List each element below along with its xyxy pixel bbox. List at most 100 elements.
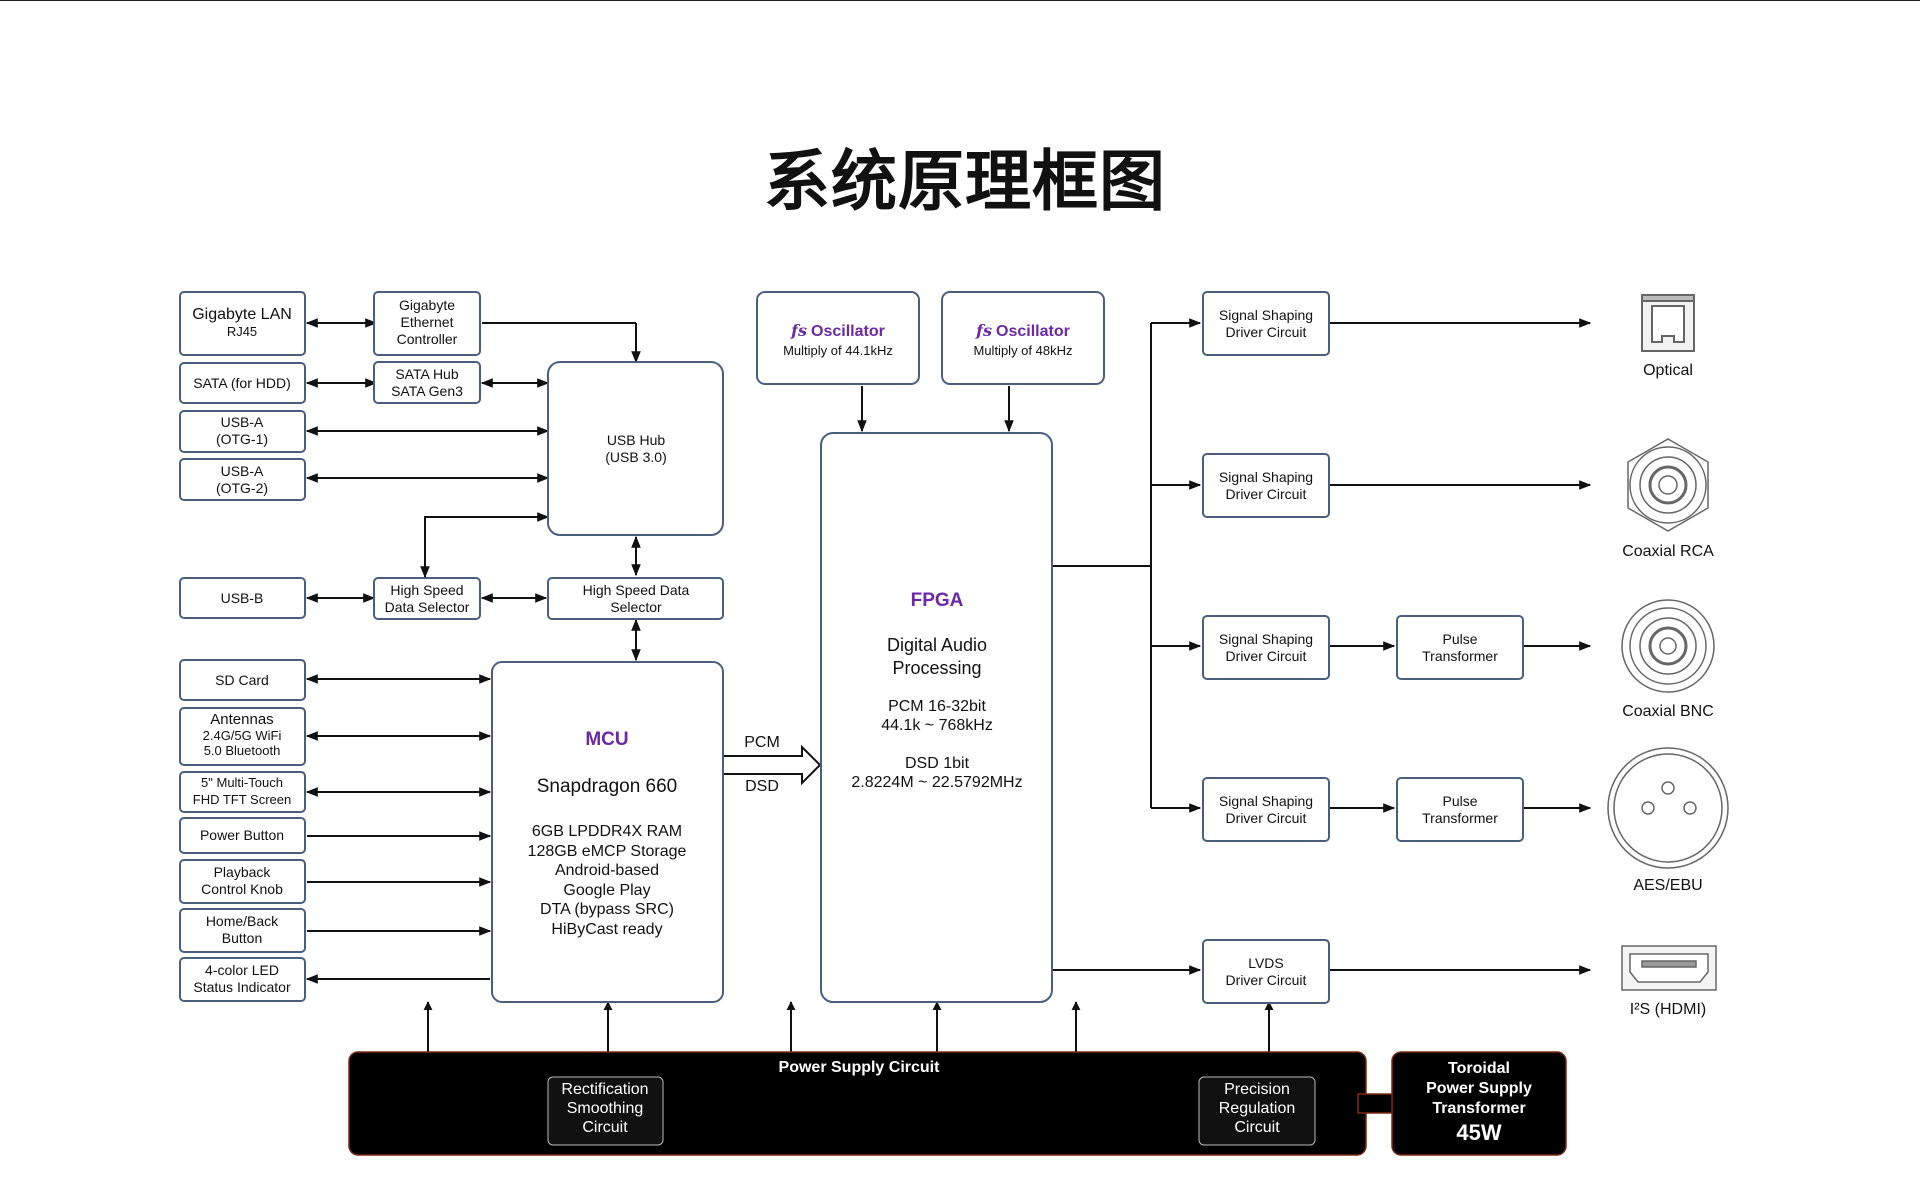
svg-text:Regulation: Regulation [1219, 1100, 1296, 1117]
high-speed-data-selector-left: High Speed Data Selector [373, 577, 481, 620]
svg-text:Driver Circuit: Driver Circuit [1226, 648, 1307, 664]
mcu-title: MCU [585, 729, 628, 750]
svg-text:Signal Shaping: Signal Shaping [1219, 307, 1313, 323]
svg-text:Gigabyte: Gigabyte [399, 297, 455, 313]
svg-text:Home/Back: Home/Back [206, 913, 279, 929]
pulse-transformer-1: Pulse Transformer [1396, 615, 1524, 680]
svg-text:Multiply of 48kHz: Multiply of 48kHz [974, 343, 1073, 358]
svg-text:DSD 1bit: DSD 1bit [905, 755, 970, 772]
fpga-box: FPGA Digital Audio Processing PCM 16-32b… [820, 432, 1053, 1003]
svg-text:SATA (for HDD): SATA (for HDD) [193, 375, 291, 391]
svg-text:Playback: Playback [214, 864, 272, 880]
coaxial-bnc-label: Coaxial BNC [1622, 703, 1714, 720]
coaxial-bnc-icon [1621, 599, 1715, 693]
svg-text:High Speed Data: High Speed Data [583, 582, 690, 598]
svg-text:Power Supply: Power Supply [1426, 1080, 1532, 1097]
svg-text:USB-A: USB-A [221, 414, 264, 430]
svg-text:Google Play: Google Play [563, 882, 650, 899]
svg-text:Driver Circuit: Driver Circuit [1226, 486, 1307, 502]
svg-text:USB-A: USB-A [221, 463, 264, 479]
svg-text:Android-based: Android-based [555, 862, 659, 879]
svg-text:Gigabyte LAN: Gigabyte LAN [192, 306, 292, 323]
svg-text:2.4G/5G WiFi: 2.4G/5G WiFi [203, 728, 282, 743]
svg-text:(USB 3.0): (USB 3.0) [605, 449, 666, 465]
coaxial-rca-icon [1627, 438, 1709, 532]
sata-hdd-box: SATA (for HDD) [179, 362, 306, 404]
svg-text:Rectification: Rectification [561, 1081, 648, 1098]
svg-text:Status Indicator: Status Indicator [193, 979, 291, 995]
rectification-circuit-box: Rectification Smoothing Circuit [547, 1076, 664, 1146]
svg-text:Circuit: Circuit [1234, 1119, 1280, 1136]
svg-text:Transformer: Transformer [1432, 1100, 1525, 1117]
svg-text:PCM 16-32bit: PCM 16-32bit [888, 698, 986, 715]
svg-text:Smoothing: Smoothing [567, 1100, 644, 1117]
svg-text:5" Multi-Touch: 5" Multi-Touch [201, 775, 283, 790]
aes-ebu-label: AES/EBU [1633, 877, 1702, 894]
usb-a-otg2-box: USB-A (OTG-2) [179, 458, 306, 501]
svg-text:Multiply of 44.1kHz: Multiply of 44.1kHz [783, 343, 893, 358]
svg-text:Pulse: Pulse [1442, 631, 1477, 647]
top-rule [0, 0, 1920, 1]
svg-text:DTA (bypass SRC): DTA (bypass SRC) [540, 901, 674, 918]
lvds-driver: LVDS Driver Circuit [1202, 939, 1330, 1004]
svg-text:Processing: Processing [892, 658, 981, 678]
svg-text:Selector: Selector [610, 599, 662, 615]
svg-text:Signal Shaping: Signal Shaping [1219, 793, 1313, 809]
wires [305, 318, 1592, 1052]
svg-text:SATA Gen3: SATA Gen3 [391, 383, 463, 399]
sata-hub-box: SATA Hub SATA Gen3 [373, 361, 481, 404]
ethernet-controller-box: Gigabyte Ethernet Controller [373, 291, 481, 356]
svg-text:RJ45: RJ45 [227, 324, 257, 339]
mcu-chip: Snapdragon 660 [537, 776, 678, 797]
svg-text:FHD TFT Screen: FHD TFT Screen [193, 792, 291, 807]
precision-regulation-box: Precision Regulation Circuit [1198, 1076, 1316, 1146]
power-button-box: Power Button [179, 817, 306, 854]
gigabyte-lan-box: Gigabyte LAN RJ45 [179, 291, 306, 356]
sd-card-box: SD Card [179, 659, 306, 701]
antennas-box: Antennas 2.4G/5G WiFi 5.0 Bluetooth [179, 707, 306, 766]
svg-text:Control Knob: Control Knob [201, 881, 283, 897]
svg-text:Transformer: Transformer [1422, 810, 1498, 826]
coaxial-rca-label: Coaxial RCA [1622, 543, 1714, 560]
power-supply-label: Power Supply Circuit [779, 1059, 941, 1076]
usb-hub-box: USB Hub (USB 3.0) [547, 361, 724, 536]
svg-text:(OTG-2): (OTG-2) [216, 480, 268, 496]
svg-text:High Speed: High Speed [390, 582, 463, 598]
pcm-label: PCM [744, 734, 780, 751]
signal-shaping-driver-1: Signal Shaping Driver Circuit [1202, 291, 1330, 356]
signal-shaping-driver-4: Signal Shaping Driver Circuit [1202, 777, 1330, 842]
page-title: 系统原理框图 [764, 143, 1166, 220]
svg-text:Pulse: Pulse [1442, 793, 1477, 809]
aes-ebu-xlr-icon [1607, 747, 1729, 869]
mcu-box: MCU Snapdragon 660 6GB LPDDR4X RAM 128GB… [491, 661, 724, 1003]
svg-text:(OTG-1): (OTG-1) [216, 431, 268, 447]
playback-knob-box: Playback Control Knob [179, 859, 306, 904]
usb-b-box: USB-B [179, 577, 306, 619]
svg-text:Precision: Precision [1224, 1081, 1290, 1098]
svg-text:Driver Circuit: Driver Circuit [1226, 810, 1307, 826]
svg-text:Digital Audio: Digital Audio [887, 635, 987, 655]
svg-text:SATA Hub: SATA Hub [395, 366, 459, 382]
svg-text:LVDS: LVDS [1248, 955, 1284, 971]
svg-text:SD Card: SD Card [215, 672, 269, 688]
optical-label: Optical [1643, 362, 1693, 379]
svg-text:Circuit: Circuit [582, 1119, 628, 1136]
svg-text:USB Hub: USB Hub [607, 432, 666, 448]
svg-text:HiByCast ready: HiByCast ready [551, 921, 662, 938]
svg-text:6GB LPDDR4X RAM: 6GB LPDDR4X RAM [532, 823, 682, 840]
svg-text:128GB eMCP Storage: 128GB eMCP Storage [528, 843, 687, 860]
touch-screen-box: 5" Multi-Touch FHD TFT Screen [179, 771, 306, 813]
svg-text:Driver Circuit: Driver Circuit [1226, 972, 1307, 988]
pulse-transformer-2: Pulse Transformer [1396, 777, 1524, 842]
hdmi-icon [1621, 945, 1717, 991]
svg-text:Signal Shaping: Signal Shaping [1219, 469, 1313, 485]
svg-text:Driver Circuit: Driver Circuit [1226, 324, 1307, 340]
svg-text:Controller: Controller [397, 331, 458, 347]
fpga-title: FPGA [911, 590, 964, 611]
svg-text:2.8224M ~ 22.5792MHz: 2.8224M ~ 22.5792MHz [851, 774, 1022, 791]
high-speed-data-selector-right: High Speed Data Selector [547, 577, 724, 620]
